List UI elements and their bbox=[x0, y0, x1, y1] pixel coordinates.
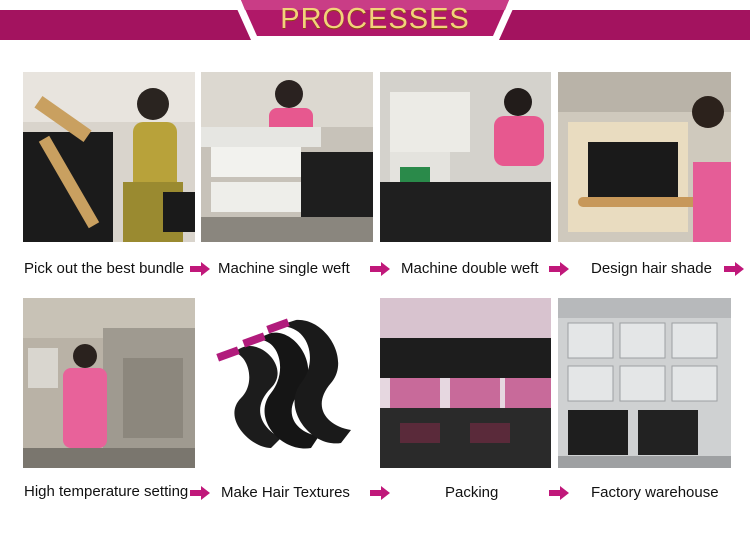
arrow-right-icon bbox=[370, 262, 390, 276]
step-label: Pick out the best bundle bbox=[24, 260, 185, 277]
photo-design-shade bbox=[558, 72, 731, 242]
arrow-right-icon bbox=[549, 262, 569, 276]
arrow-right-icon bbox=[549, 486, 569, 500]
arrow-right-icon bbox=[190, 486, 210, 500]
step-label: Machine single weft bbox=[218, 260, 350, 277]
step-label: Design hair shade bbox=[591, 260, 712, 277]
photo-high-temperature bbox=[23, 298, 195, 468]
photo-factory-warehouse bbox=[558, 298, 731, 468]
step-label: High temperature setting bbox=[24, 483, 189, 500]
step-label: Packing bbox=[445, 484, 499, 501]
photo-single-weft bbox=[201, 72, 373, 242]
photo-packing bbox=[380, 298, 551, 468]
photo-double-weft bbox=[380, 72, 551, 242]
step-label: Make Hair Textures bbox=[221, 484, 350, 501]
photo-hair-textures bbox=[201, 298, 373, 468]
arrow-right-icon bbox=[370, 486, 390, 500]
arrow-right-icon bbox=[724, 262, 744, 276]
step-label: Machine double weft bbox=[401, 260, 539, 277]
page-title: PROCESSES bbox=[280, 3, 470, 35]
step-label: Factory warehouse bbox=[591, 484, 719, 501]
photo-pick-out-bundle bbox=[23, 72, 195, 242]
arrow-right-icon bbox=[190, 262, 210, 276]
header-tab bbox=[233, 0, 517, 40]
